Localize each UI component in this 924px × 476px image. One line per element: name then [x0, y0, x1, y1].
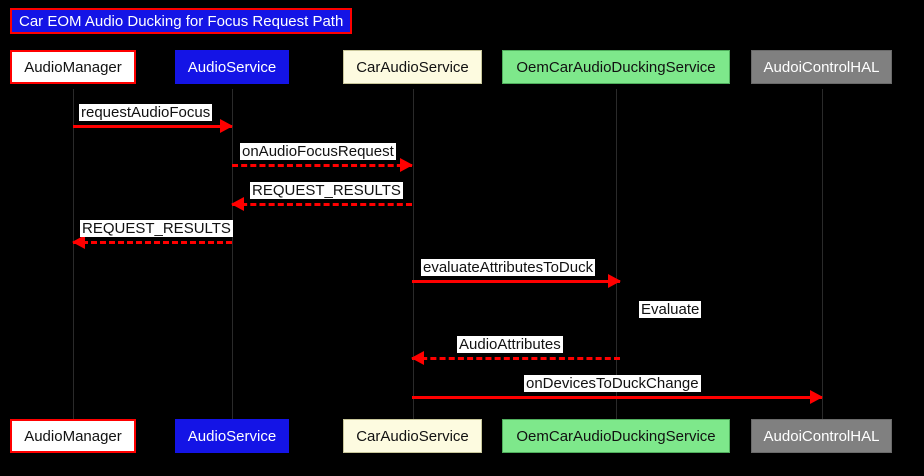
participant-label: CarAudioService	[356, 58, 469, 76]
arrowhead-left-icon	[72, 235, 85, 249]
participant-top-audoicontrolhal[interactable]: AudoiControlHAL	[751, 50, 892, 84]
message-line	[73, 125, 232, 128]
arrowhead-left-icon	[231, 197, 244, 211]
arrowhead-right-icon	[400, 158, 413, 172]
message-label: evaluateAttributesToDuck	[421, 259, 596, 276]
message-label: requestAudioFocus	[79, 104, 213, 121]
message-label: REQUEST_RESULTS	[80, 220, 233, 237]
participant-label: OemCarAudioDuckingService	[516, 427, 716, 445]
message-label: onDevicesToDuckChange	[524, 375, 701, 392]
participant-label: AudioManager	[24, 58, 122, 76]
participant-top-audioservice[interactable]: AudioService	[175, 50, 289, 84]
participant-bottom-audoicontrolhal[interactable]: AudoiControlHAL	[751, 419, 892, 453]
participant-top-caraudioservice[interactable]: CarAudioService	[343, 50, 482, 84]
message-label: onAudioFocusRequest	[240, 143, 396, 160]
message-line	[412, 396, 822, 399]
message-label: REQUEST_RESULTS	[250, 182, 403, 199]
arrowhead-right-icon	[810, 390, 823, 404]
lifeline-audoicontrolhal	[822, 89, 823, 419]
participant-bottom-caraudioservice[interactable]: CarAudioService	[343, 419, 482, 453]
participant-bottom-audiomanager[interactable]: AudioManager	[10, 419, 136, 453]
lifeline-caraudioservice	[413, 89, 414, 419]
message-line	[412, 280, 620, 283]
participant-bottom-oemcaraudioduckingservice[interactable]: OemCarAudioDuckingService	[502, 419, 730, 453]
diagram-title: Car EOM Audio Ducking for Focus Request …	[19, 12, 344, 30]
message-line	[412, 357, 620, 360]
arrowhead-left-icon	[411, 351, 424, 365]
participant-label: AudioManager	[24, 427, 122, 445]
note-label: Evaluate	[639, 301, 702, 318]
participant-label: OemCarAudioDuckingService	[516, 58, 716, 76]
participant-top-oemcaraudioduckingservice[interactable]: OemCarAudioDuckingService	[502, 50, 730, 84]
message-line	[232, 203, 412, 206]
participant-label: AudoiControlHAL	[763, 58, 880, 76]
message-label: AudioAttributes	[457, 336, 563, 353]
message-line	[232, 164, 412, 167]
arrowhead-right-icon	[608, 274, 621, 288]
diagram-title-box: Car EOM Audio Ducking for Focus Request …	[10, 8, 353, 34]
lifeline-oemcaraudioduckingservice	[616, 89, 617, 419]
lifeline-audiomanager	[73, 89, 74, 419]
participant-label: AudoiControlHAL	[763, 427, 880, 445]
lifeline-audioservice	[232, 89, 233, 419]
participant-label: CarAudioService	[356, 427, 469, 445]
message-line	[73, 241, 232, 244]
participant-bottom-audioservice[interactable]: AudioService	[175, 419, 289, 453]
participant-label: AudioService	[187, 427, 277, 445]
arrowhead-right-icon	[220, 119, 233, 133]
participant-label: AudioService	[187, 58, 277, 76]
participant-top-audiomanager[interactable]: AudioManager	[10, 50, 136, 84]
